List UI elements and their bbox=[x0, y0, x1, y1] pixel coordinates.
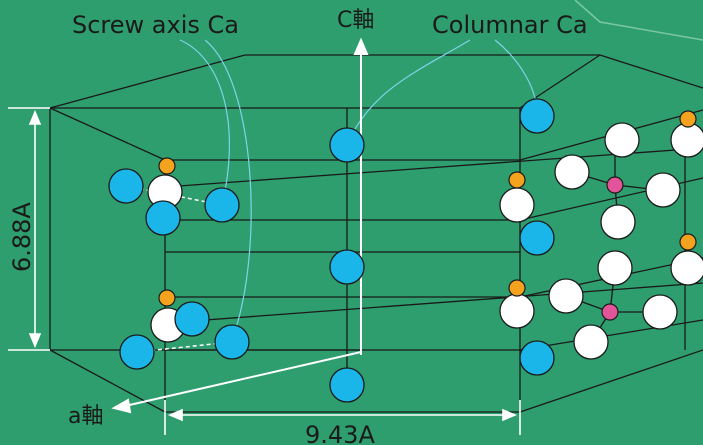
width-dimension bbox=[164, 400, 521, 435]
leader-lines bbox=[179, 39, 538, 341]
c-axis-arrowhead bbox=[353, 37, 369, 55]
arrowhead-up bbox=[28, 109, 42, 125]
c-axis-arrow bbox=[353, 37, 369, 355]
a-axis-label: a軸 bbox=[68, 404, 103, 429]
white-atoms bbox=[147, 122, 703, 360]
height-label: 6.88A bbox=[8, 202, 36, 272]
a-axis-arrow bbox=[111, 351, 362, 414]
orange-atoms bbox=[158, 110, 697, 307]
arrowhead-left bbox=[167, 408, 183, 422]
screw-axis-label: Screw axis Ca bbox=[72, 11, 239, 39]
corner-decoration bbox=[574, 0, 703, 41]
height-dimension bbox=[8, 107, 50, 351]
arrowhead-right bbox=[502, 408, 518, 422]
pink-atoms bbox=[601, 176, 624, 321]
width-label: 9.43A bbox=[305, 421, 375, 445]
a-axis-arrowhead bbox=[111, 398, 132, 414]
ca-atoms bbox=[108, 98, 555, 403]
columnar-ca-label: Columnar Ca bbox=[432, 11, 588, 39]
arrowhead-down bbox=[28, 333, 42, 349]
c-axis-label: C軸 bbox=[337, 8, 374, 33]
